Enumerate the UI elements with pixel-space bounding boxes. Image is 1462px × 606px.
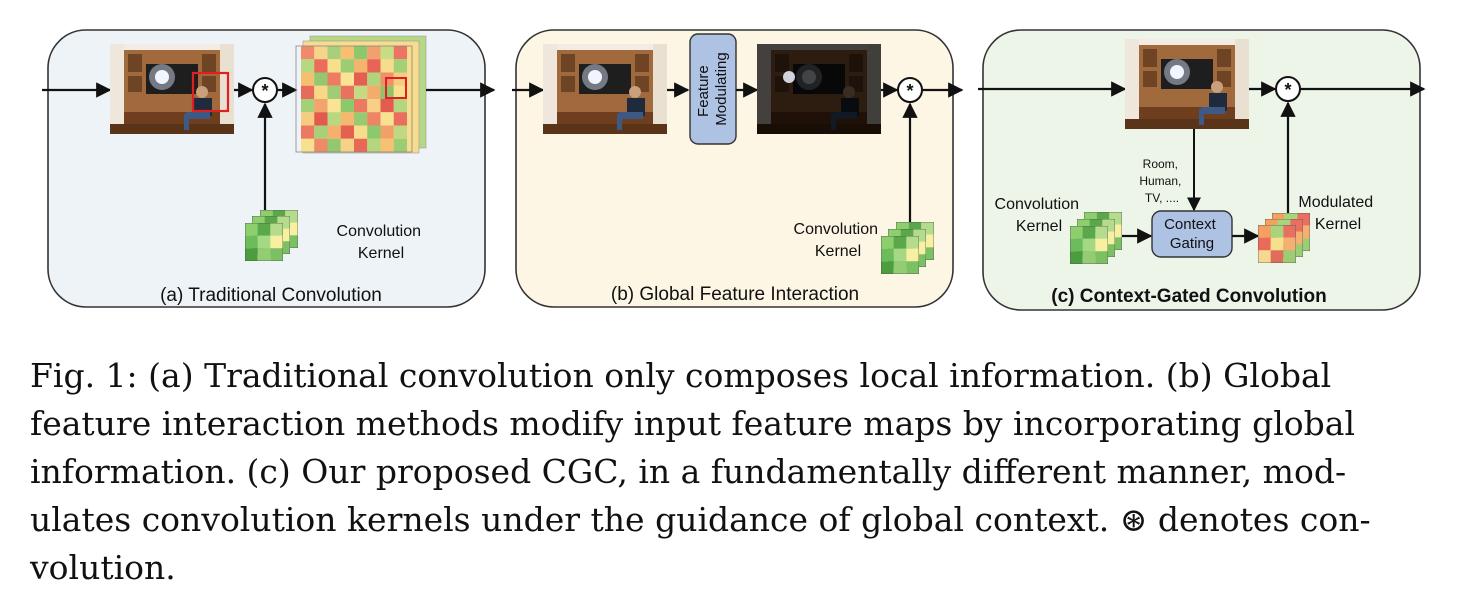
svg-text:*: * (906, 81, 913, 101)
figure-caption: Fig. 1: (a) Traditional convolution only… (30, 352, 1442, 592)
panel-b-kernel-label: Convolution Kernel (794, 221, 883, 260)
caption-line: information. (c) Our proposed CGC, in a … (30, 452, 1347, 491)
kernel-stack-icon (1070, 212, 1122, 264)
cgc-diagram: * Convolution Kernel (a) Traditional Con… (42, 29, 1426, 311)
panel-b: Feature Modulating * Convolution Kernel … (512, 29, 964, 308)
svg-text:*: * (261, 81, 268, 101)
panel-a: * Convolution Kernel (a) Traditional Con… (42, 29, 496, 308)
panel-c: * Room, Human, TV, .... Convolution Kern… (978, 29, 1426, 311)
caption-line: ulates convolution kernels under the gui… (30, 500, 1371, 539)
room-photo (110, 44, 234, 134)
context-gating-block: Context Gating (1151, 210, 1233, 258)
svg-text:*: * (1284, 80, 1291, 100)
svg-text:Feature Modulating: Feature Modulating (695, 52, 730, 125)
convolution-operator-icon: * (897, 77, 923, 103)
context-words: Room, Human, TV, .... (1139, 157, 1184, 205)
local-window-highlight (191, 71, 230, 113)
svg-text:Context Gating: Context Gating (1164, 216, 1220, 252)
panel-a-kernel-label: Convolution Kernel (337, 223, 426, 262)
caption-line: Fig. 1: (a) Traditional convolution only… (30, 356, 1332, 395)
output-pixel-highlight (385, 77, 407, 99)
feature-modulating-block: Feature Modulating (689, 33, 737, 145)
feature-map-heatmap (295, 35, 427, 154)
caption-line: volution. (30, 548, 176, 587)
room-photo (543, 44, 667, 134)
modulated-kernel-label: Modulated Kernel (1298, 194, 1377, 233)
panel-a-title: (a) Traditional Convolution (160, 285, 382, 306)
caption-line: feature interaction methods modify input… (30, 404, 1356, 443)
panel-c-title: (c) Context-Gated Convolution (1051, 286, 1326, 307)
convolution-operator-icon: * (252, 77, 278, 103)
room-photo (1125, 39, 1249, 129)
modulated-feature-map (757, 44, 881, 134)
modulated-kernel-stack-icon (1258, 213, 1310, 263)
convolution-operator-icon: * (1275, 76, 1301, 102)
panel-b-title: (b) Global Feature Interaction (611, 284, 859, 305)
panel-c-kernel-label: Convolution Kernel (995, 196, 1084, 235)
